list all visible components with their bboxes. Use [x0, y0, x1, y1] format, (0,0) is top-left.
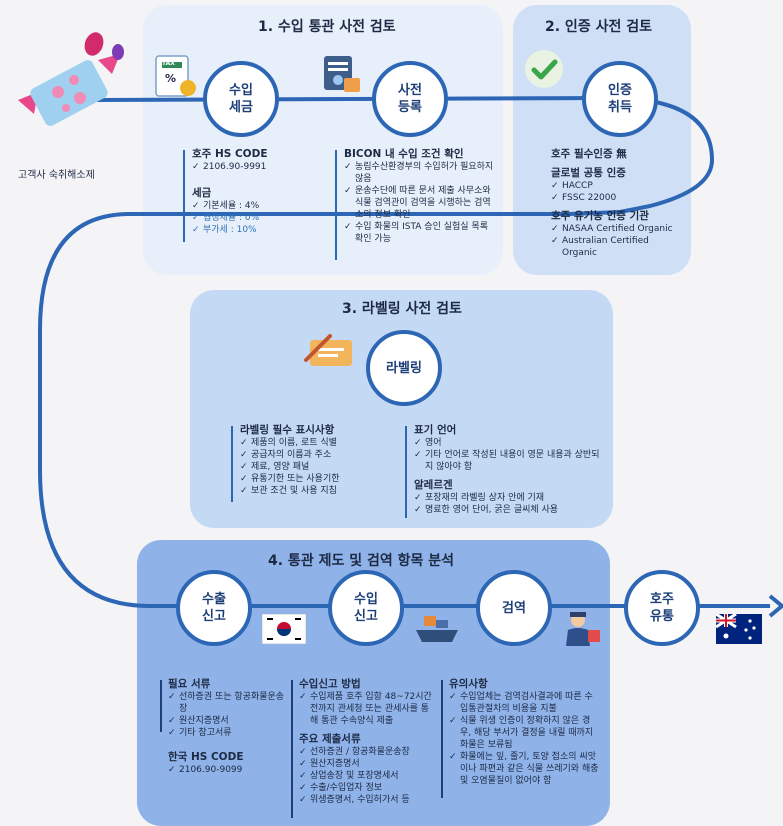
allergen-item: 포장재의 라벨링 상자 안에 기재 — [414, 492, 604, 504]
section-1-title: 1. 수입 통관 사전 검토 — [258, 19, 396, 35]
section-3-title: 3. 라벨링 사전 검토 — [342, 301, 462, 317]
s3-right-info: 표기 언어 영어 기타 언어로 작성된 내용이 영문 내용과 상반되지 않아야 … — [414, 424, 604, 516]
registration-icon — [324, 56, 360, 92]
node-pre-registration: 사전 등록 — [372, 61, 448, 137]
global-cert-item: FSSC 22000 — [551, 192, 686, 204]
divider — [405, 426, 407, 518]
divider — [335, 150, 337, 260]
korea-hs-item: 2106.90-9099 — [168, 764, 288, 776]
bicon-item: 농림수산환경부의 수입허가 필요하지 않음 — [344, 161, 496, 185]
tax-icon-label: TAX — [162, 60, 175, 67]
caution-item: 화물에는 잎, 줄기, 토양 접소의 씨앗이나 파편과 같은 식물 쓰레기와 해… — [449, 751, 601, 787]
submission-doc-item: 수출/수입업자 정보 — [299, 782, 435, 794]
submission-doc-item: 선하증권 / 항공화물운송장 — [299, 746, 435, 758]
divider — [183, 150, 185, 242]
korea-hs-heading: 한국 HS CODE — [168, 751, 244, 763]
language-heading: 표기 언어 — [414, 424, 457, 436]
organic-cert-item: NASAA Certified Organic — [551, 223, 686, 235]
bicon-heading: BICON 내 수입 조건 확인 — [344, 148, 464, 160]
tax-icon — [155, 55, 196, 97]
language-item: 기타 언어로 작성된 내용이 영문 내용과 상반되지 않아야 함 — [414, 449, 604, 473]
global-cert-heading: 글로벌 공통 인증 — [551, 167, 626, 179]
label-required-item: 제품의 이름, 로트 식별 — [240, 437, 400, 449]
organic-cert-item: Australian Certified Organic — [551, 235, 686, 259]
bicon-item: 운송수단에 따른 문서 제출 사무소와 식물 검역관이 검역을 시행하는 검역소… — [344, 185, 496, 221]
section-2-title: 2. 인증 사전 검토 — [545, 19, 652, 35]
s3-left-info: 라벨링 필수 표시사항 제품의 이름, 로트 식별 공급자의 이름과 주소 제료… — [240, 424, 400, 497]
node-import-tax: 수입 세금 — [203, 61, 279, 137]
s4-col2-info: 수입신고 방법 수입제품 호주 입항 48~72시간 전까지 관세청 또는 관세… — [299, 678, 435, 806]
allergen-heading: 알레르겐 — [414, 479, 453, 491]
divider — [441, 680, 443, 798]
s4-col3-info: 유의사항 수입업체는 검역검사결과에 따른 수입통관절차의 비용을 지불 식물 … — [449, 678, 601, 787]
hs-code-heading: 호주 HS CODE — [192, 148, 268, 160]
import-method-heading: 수입신고 방법 — [299, 678, 361, 690]
node-export-declaration: 수출 신고 — [176, 570, 252, 646]
tax-heading: 세금 — [192, 187, 212, 199]
inspector-icon — [566, 612, 600, 646]
node-labeling: 라벨링 — [366, 330, 442, 406]
caution-heading: 유의사항 — [449, 678, 488, 690]
global-cert-item: HACCP — [551, 180, 686, 192]
label-writing-icon — [304, 334, 352, 366]
node-import-declaration: 수입 신고 — [328, 570, 404, 646]
node-quarantine: 검역 — [476, 570, 552, 646]
tax-item-fta: 협정세율 : 0% — [192, 212, 327, 224]
section-4-title: 4. 통관 제도 및 검역 항목 분석 — [268, 553, 454, 569]
s1-right-info: BICON 내 수입 조건 확인 농림수산환경부의 수입허가 필요하지 않음 운… — [344, 148, 496, 245]
cargo-ship-icon — [416, 616, 458, 642]
submission-docs-heading: 주요 제출서류 — [299, 733, 361, 745]
submission-doc-item: 위생증명서, 수입허가서 등 — [299, 794, 435, 806]
label-required-item: 제료, 영양 패널 — [240, 461, 400, 473]
import-method-item: 수입제품 호주 입항 48~72시간 전까지 관세청 또는 관세사를 통해 통관… — [299, 691, 435, 727]
client-label: 고객사 숙취해소제 — [18, 170, 95, 181]
caution-item: 식물 위생 인증이 정확하지 않은 경우, 해당 부서가 결정을 내릴 때까지 … — [449, 715, 601, 751]
label-required-item: 공급자의 이름과 주소 — [240, 449, 400, 461]
label-required-item: 보관 조건 및 사용 지침 — [240, 485, 400, 497]
language-item: 영어 — [414, 437, 604, 449]
submission-doc-item: 원산지증명서 — [299, 758, 435, 770]
label-required-heading: 라벨링 필수 표시사항 — [240, 424, 335, 436]
tax-item-vat: 부가세 : 10% — [192, 224, 327, 236]
required-cert-heading: 호주 필수인증 無 — [551, 148, 627, 160]
divider — [231, 426, 233, 502]
hs-code-item: 2106.90-9991 — [192, 161, 327, 173]
submission-doc-item: 상업송장 및 포장명세서 — [299, 770, 435, 782]
required-doc-item: 선하증권 또는 항공화물운송장 — [168, 691, 288, 715]
korea-flag-icon — [262, 614, 306, 644]
label-required-item: 유통기한 또는 사용기한 — [240, 473, 400, 485]
required-docs-heading: 필요 서류 — [168, 678, 211, 690]
caution-item: 수입업체는 검역검사결과에 따른 수입통관절차의 비용을 지불 — [449, 691, 601, 715]
node-australia-distribution: 호주 유통 — [624, 570, 700, 646]
bicon-item: 수입 화물의 ISTA 승인 실험실 목록 확인 가능 — [344, 221, 496, 245]
tax-icon-percent: % — [165, 72, 177, 85]
organic-cert-heading: 호주 유기농 인증 기관 — [551, 210, 649, 222]
divider — [291, 680, 293, 818]
divider — [160, 680, 162, 732]
required-doc-item: 원산지증명서 — [168, 715, 288, 727]
required-doc-item: 기타 참고서류 — [168, 727, 288, 739]
s2-info: 호주 필수인증 無 글로벌 공통 인증 HACCP FSSC 22000 호주 … — [551, 148, 686, 259]
candy-product-illustration — [18, 32, 124, 126]
check-badge-icon — [525, 50, 563, 88]
australia-flag-icon — [716, 614, 762, 644]
s4-col1-info: 필요 서류 선하증권 또는 항공화물운송장 원산지증명서 기타 참고서류 한국 … — [168, 678, 288, 776]
node-certification: 인증 취득 — [582, 61, 658, 137]
s1-left-info: 호주 HS CODE 2106.90-9991 세금 기본세율 : 4% 협정세… — [192, 148, 327, 236]
allergen-item: 명료한 영어 단어, 굵은 글씨체 사용 — [414, 504, 604, 516]
tax-item-base: 기본세율 : 4% — [192, 200, 327, 212]
